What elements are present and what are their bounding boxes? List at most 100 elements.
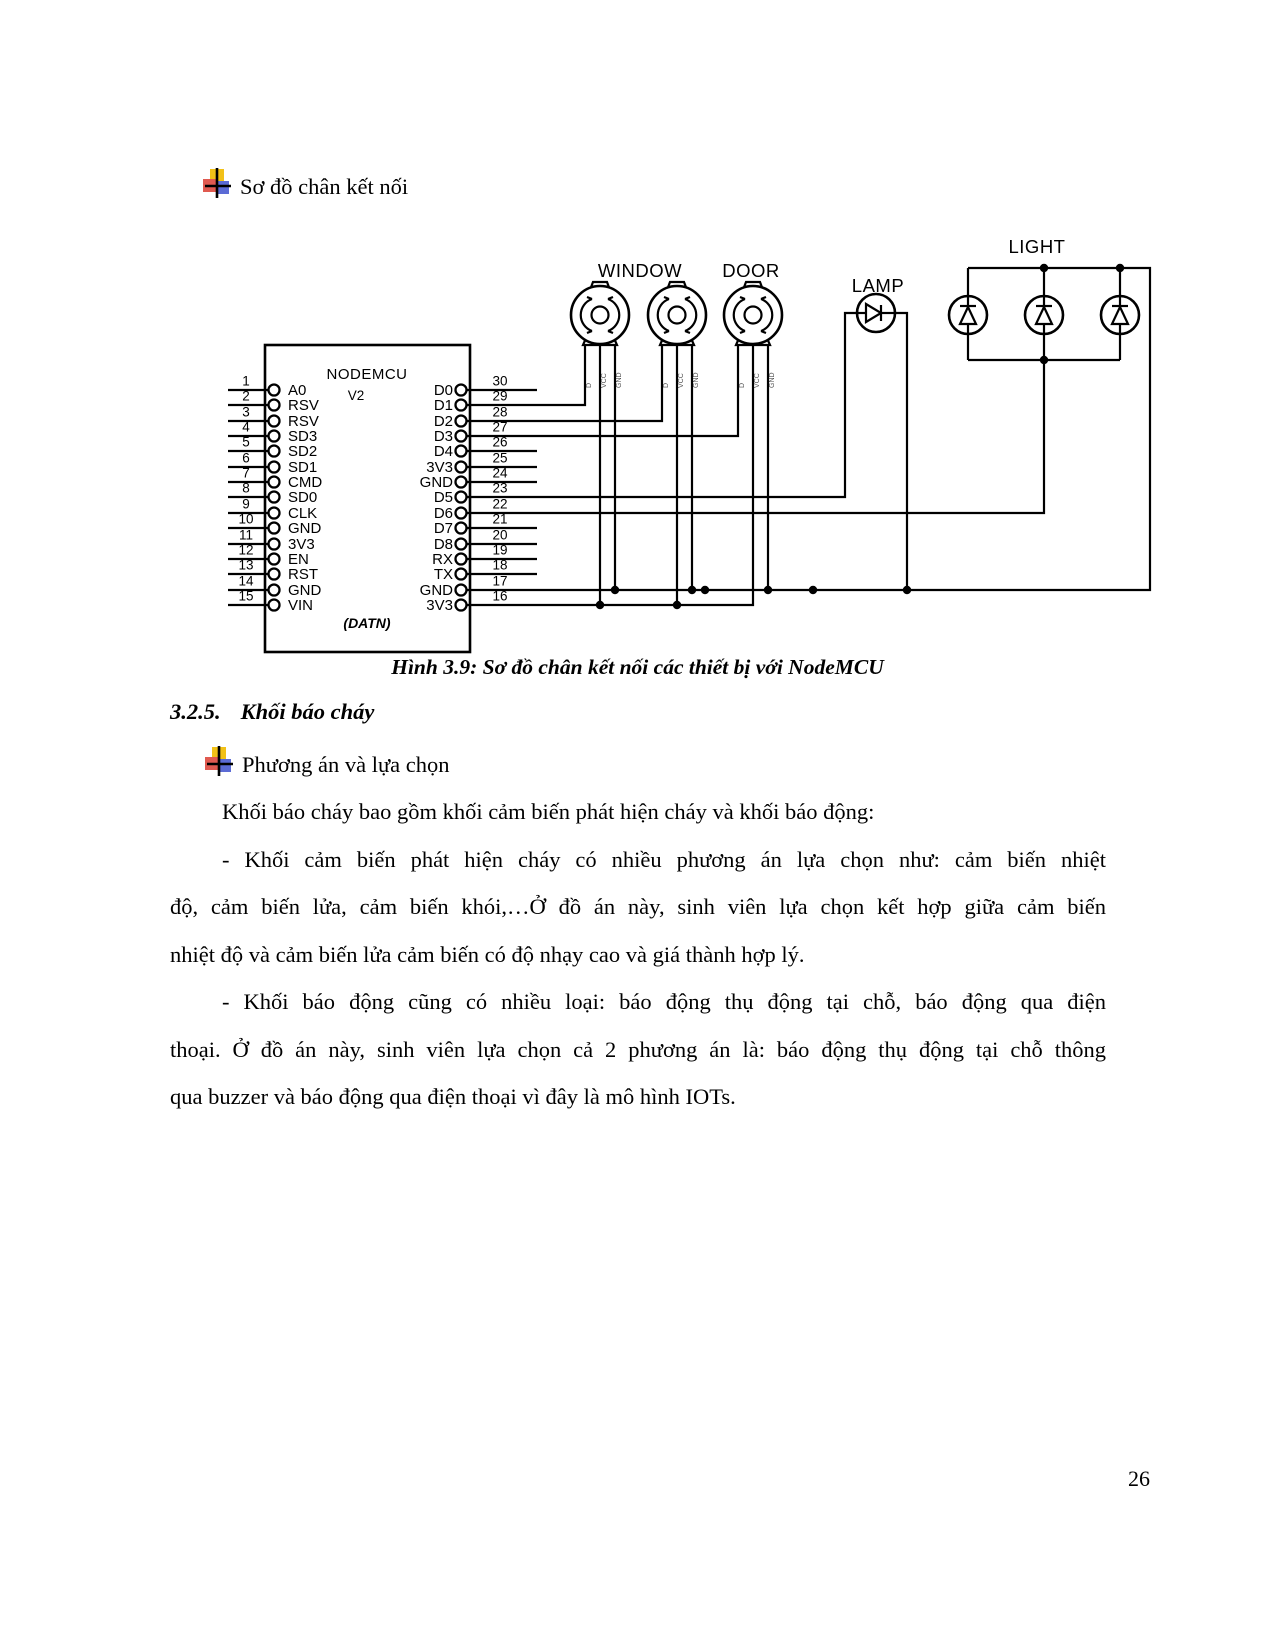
body-text: Khối báo cháy bao gồm khối cảm biến phát… [170, 788, 1106, 1121]
led-anode-triangle [958, 304, 978, 326]
pin-circle [454, 552, 468, 566]
pin-circle [267, 429, 281, 443]
pin-circle [267, 490, 281, 504]
pin-circle [454, 598, 468, 612]
pin-number: 10 [238, 512, 253, 527]
light-led-2 [1023, 294, 1065, 336]
pin-circle [454, 521, 468, 535]
pin-label: GND [288, 582, 322, 599]
servo-leg-label: D [586, 383, 593, 388]
pin-label: EN [288, 551, 309, 568]
pin-label: TX [434, 566, 453, 583]
junction-dot [1039, 355, 1049, 365]
pin-label: GND [420, 582, 454, 599]
pin-circle [454, 506, 468, 520]
light-label: LIGHT [1009, 236, 1066, 257]
pin-label: A0 [288, 382, 306, 399]
servo-leg-label: D [663, 383, 670, 388]
servo-leg-label: D [739, 383, 746, 388]
pin-label: CMD [288, 474, 322, 491]
pin-label: RST [288, 566, 318, 583]
pin-label: D6 [434, 505, 453, 522]
body-line: qua buzzer và báo động qua điện thoại vì… [170, 1084, 736, 1109]
servo-arc-right [684, 297, 698, 333]
bullet-marker-icon [202, 168, 234, 205]
pin-number: 7 [242, 466, 250, 481]
pin-circle [267, 398, 281, 412]
marker-blue-square [218, 759, 231, 772]
servo-hub-circle [667, 305, 687, 325]
lamp-label: LAMP [852, 275, 904, 296]
junction-dot [763, 585, 773, 595]
junction-dot [1115, 263, 1125, 273]
pin-number: 12 [238, 543, 253, 558]
pin-circle [454, 414, 468, 428]
servo-arc-left [656, 297, 670, 333]
wire-gnd-bus-and-light-top-rail [537, 266, 1152, 592]
servo-window-1: D VCC GND [569, 280, 631, 388]
body-line: Khối báo cháy bao gồm khối cảm biến phát… [222, 799, 875, 824]
junction-dot [902, 585, 912, 595]
servo-leg-label: GND [769, 372, 776, 388]
pin-circle [267, 444, 281, 458]
pin-circle [454, 583, 468, 597]
pin-number: 21 [492, 512, 507, 527]
colored-plus-icon [205, 746, 233, 776]
marker-blue-square [216, 181, 229, 194]
pin-number: 27 [492, 420, 507, 435]
servo-leg-label: VCC [678, 373, 685, 388]
servo-arc-left [579, 297, 593, 333]
junction-dot [610, 585, 620, 595]
servo-hub-circle [743, 305, 763, 325]
pin-number: 22 [492, 497, 507, 512]
intro-bullet-label: Sơ đồ chân kết nối [240, 174, 409, 199]
pin-number: 13 [238, 558, 253, 573]
pin-number: 19 [492, 543, 507, 558]
nodemcu-chip: NODEMCU V2 (DATN) 1A02RSV3RSV4SD35SD26SD… [228, 343, 537, 654]
pin-label: D2 [434, 413, 453, 430]
pin-number: 25 [492, 451, 507, 466]
servo-arc-left [732, 297, 746, 333]
pin-number: 30 [492, 374, 507, 389]
body-line: - Khối cảm biến phát hiện cháy có nhiều … [222, 846, 1106, 872]
pin-label: D3 [434, 428, 453, 445]
servo-leg-label: VCC [601, 373, 608, 388]
pin-circle [454, 490, 468, 504]
pin-label: SD3 [288, 428, 317, 445]
wire-d1-to-window-servo1 [537, 344, 587, 407]
pin-label: GND [420, 474, 454, 491]
pin-label: VIN [288, 597, 313, 614]
pin-label: RX [432, 551, 453, 568]
led-anode-triangle [1110, 304, 1130, 326]
pin-number: 6 [242, 451, 250, 466]
bullet-marker-icon-2 [204, 746, 236, 783]
servo-leg-label: GND [616, 372, 623, 388]
led-anode-triangle [1034, 304, 1054, 326]
wire-d2-to-window-servo2 [537, 344, 664, 423]
pin-number: 14 [238, 574, 254, 589]
pin-circle [454, 460, 468, 474]
pin-number: 17 [492, 574, 507, 589]
pin-circle [267, 475, 281, 489]
pin-number: 1 [242, 374, 250, 389]
body-line: độ, cảm biến lửa, cảm biến khói,…Ở đồ án… [170, 894, 1106, 919]
junction-dot [808, 585, 818, 595]
servo-arc-right [607, 297, 621, 333]
chip-footer: (DATN) [343, 615, 391, 631]
figure-caption: Hình 3.9: Sơ đồ chân kết nối các thiết b… [391, 655, 884, 679]
window-label: WINDOW [598, 260, 682, 281]
pin-circle [454, 429, 468, 443]
pin-circle [267, 583, 281, 597]
pin-label: 3V3 [426, 459, 453, 476]
junction-dots [595, 263, 1125, 610]
pin-label: RSV [288, 397, 319, 414]
pin-label: D1 [434, 397, 453, 414]
servo-arc-ticks [663, 295, 691, 335]
colored-plus-icon [203, 168, 231, 198]
body-line: nhiệt độ và cảm biến lửa cảm biến có độ … [170, 941, 805, 967]
pin-number: 28 [492, 405, 507, 420]
